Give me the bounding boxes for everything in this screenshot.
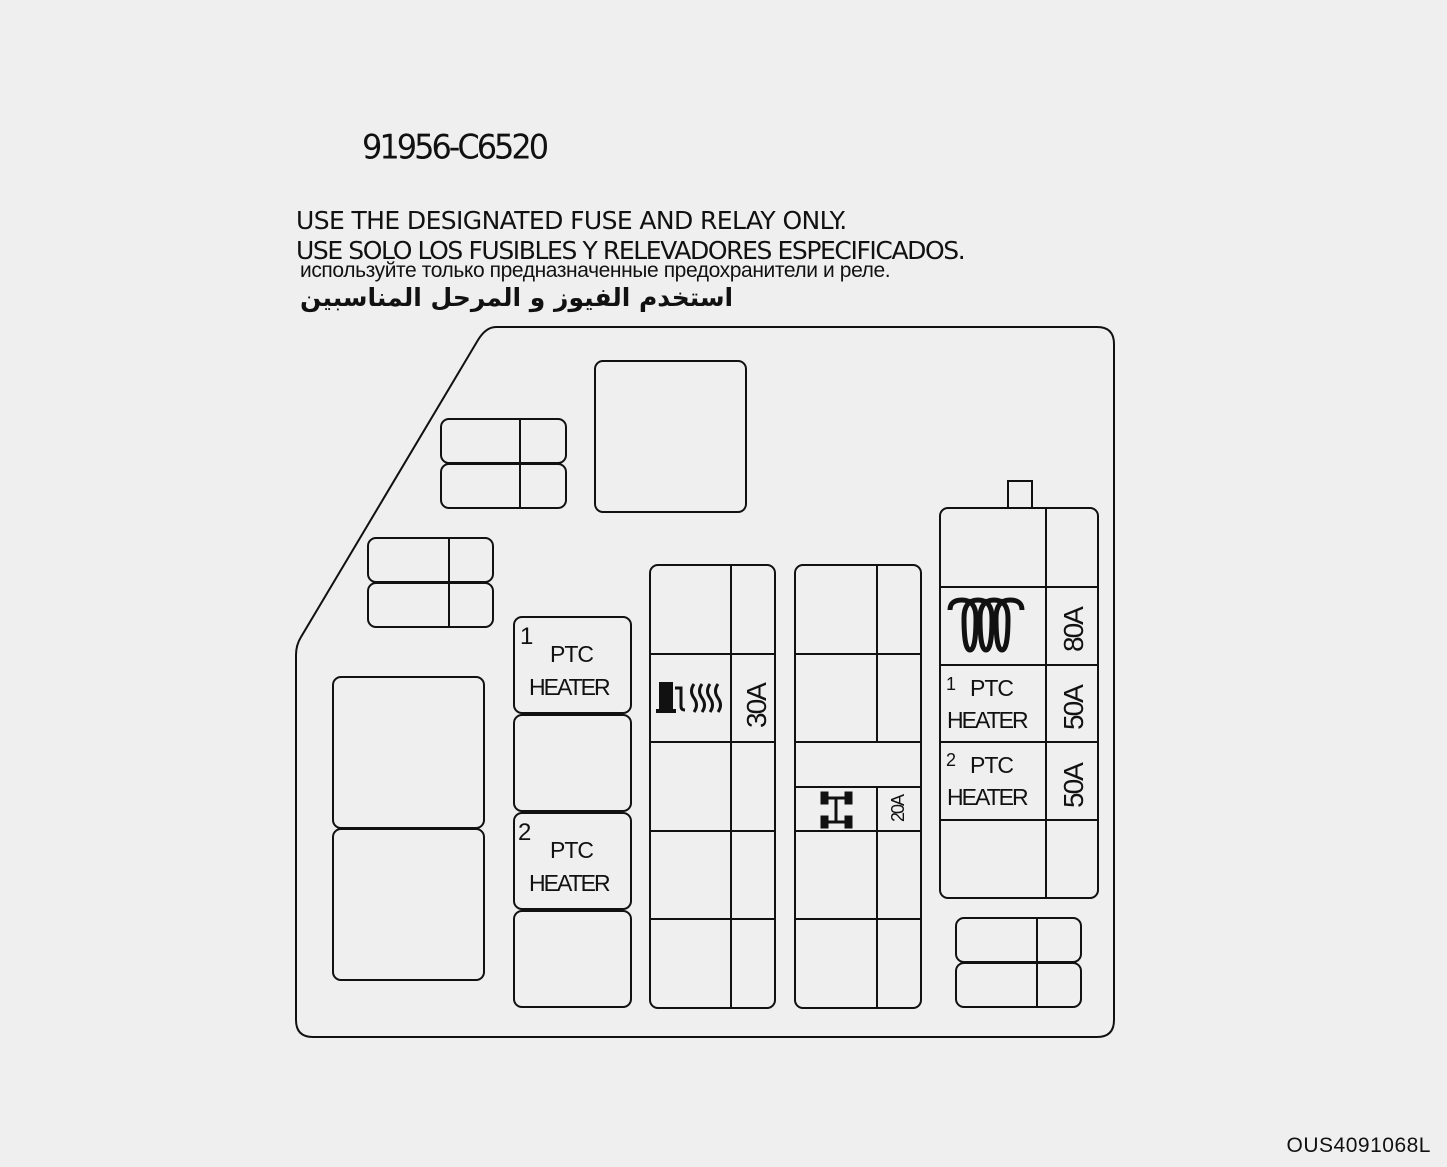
fuel-heater-rating: 30A: [741, 682, 772, 728]
coil-heater-icon: [947, 597, 1025, 653]
relay-large-left: [332, 676, 485, 981]
instruction-arabic: استخدم الفيوز و المرحل المناسبين: [300, 283, 734, 312]
right-ptc-2-label-2: HEATER: [947, 784, 1028, 810]
ptc-heater-1-label-2: HEATER: [529, 674, 610, 700]
right-ptc-2-label: PTC: [970, 752, 1013, 778]
fuse-block-right: [939, 507, 1099, 899]
relay-small-mid-left: [367, 537, 494, 628]
ptc-column: [513, 616, 632, 1008]
right-ptc-2-rating: 50A: [1058, 762, 1089, 808]
right-block-tab: [1007, 480, 1033, 509]
fuse-box-outline: [295, 326, 1115, 1038]
instruction-russian: используйте только предназначенные предо…: [300, 259, 891, 282]
right-ptc-1-rating: 50A: [1058, 684, 1089, 730]
part-number: 91956-C6520: [362, 127, 549, 167]
fuel-heater-icon: [656, 682, 722, 713]
awd-drivetrain-icon: [820, 791, 853, 829]
instruction-english: USE THE DESIGNATED FUSE AND RELAY ONLY.: [296, 206, 847, 235]
fuse-column-b: [794, 564, 922, 1009]
image-code: OUS4091068L: [1286, 1134, 1431, 1157]
fuse-column-a: [649, 564, 776, 1009]
blower-rating: 80A: [1058, 606, 1089, 652]
right-ptc-1-number: 1: [946, 674, 956, 694]
relay-large-top: [594, 360, 747, 513]
right-ptc-1-label-2: HEATER: [947, 707, 1028, 733]
awd-rating: 20A: [888, 794, 908, 822]
relay-small-bottom-right: [955, 917, 1082, 1008]
ptc-heater-1-label: PTC: [550, 641, 593, 667]
ptc-heater-2-number: 2: [518, 819, 531, 846]
relay-small-top-left: [440, 418, 567, 509]
ptc-heater-2-label: PTC: [550, 837, 593, 863]
right-ptc-2-number: 2: [946, 750, 956, 770]
ptc-heater-2-label-2: HEATER: [529, 870, 610, 896]
instruction-spanish: USE SOLO LOS FUSIBLES Y RELEVADORES ESPE…: [296, 236, 966, 265]
right-ptc-1-label: PTC: [970, 675, 1013, 701]
ptc-heater-1-number: 1: [520, 623, 533, 650]
